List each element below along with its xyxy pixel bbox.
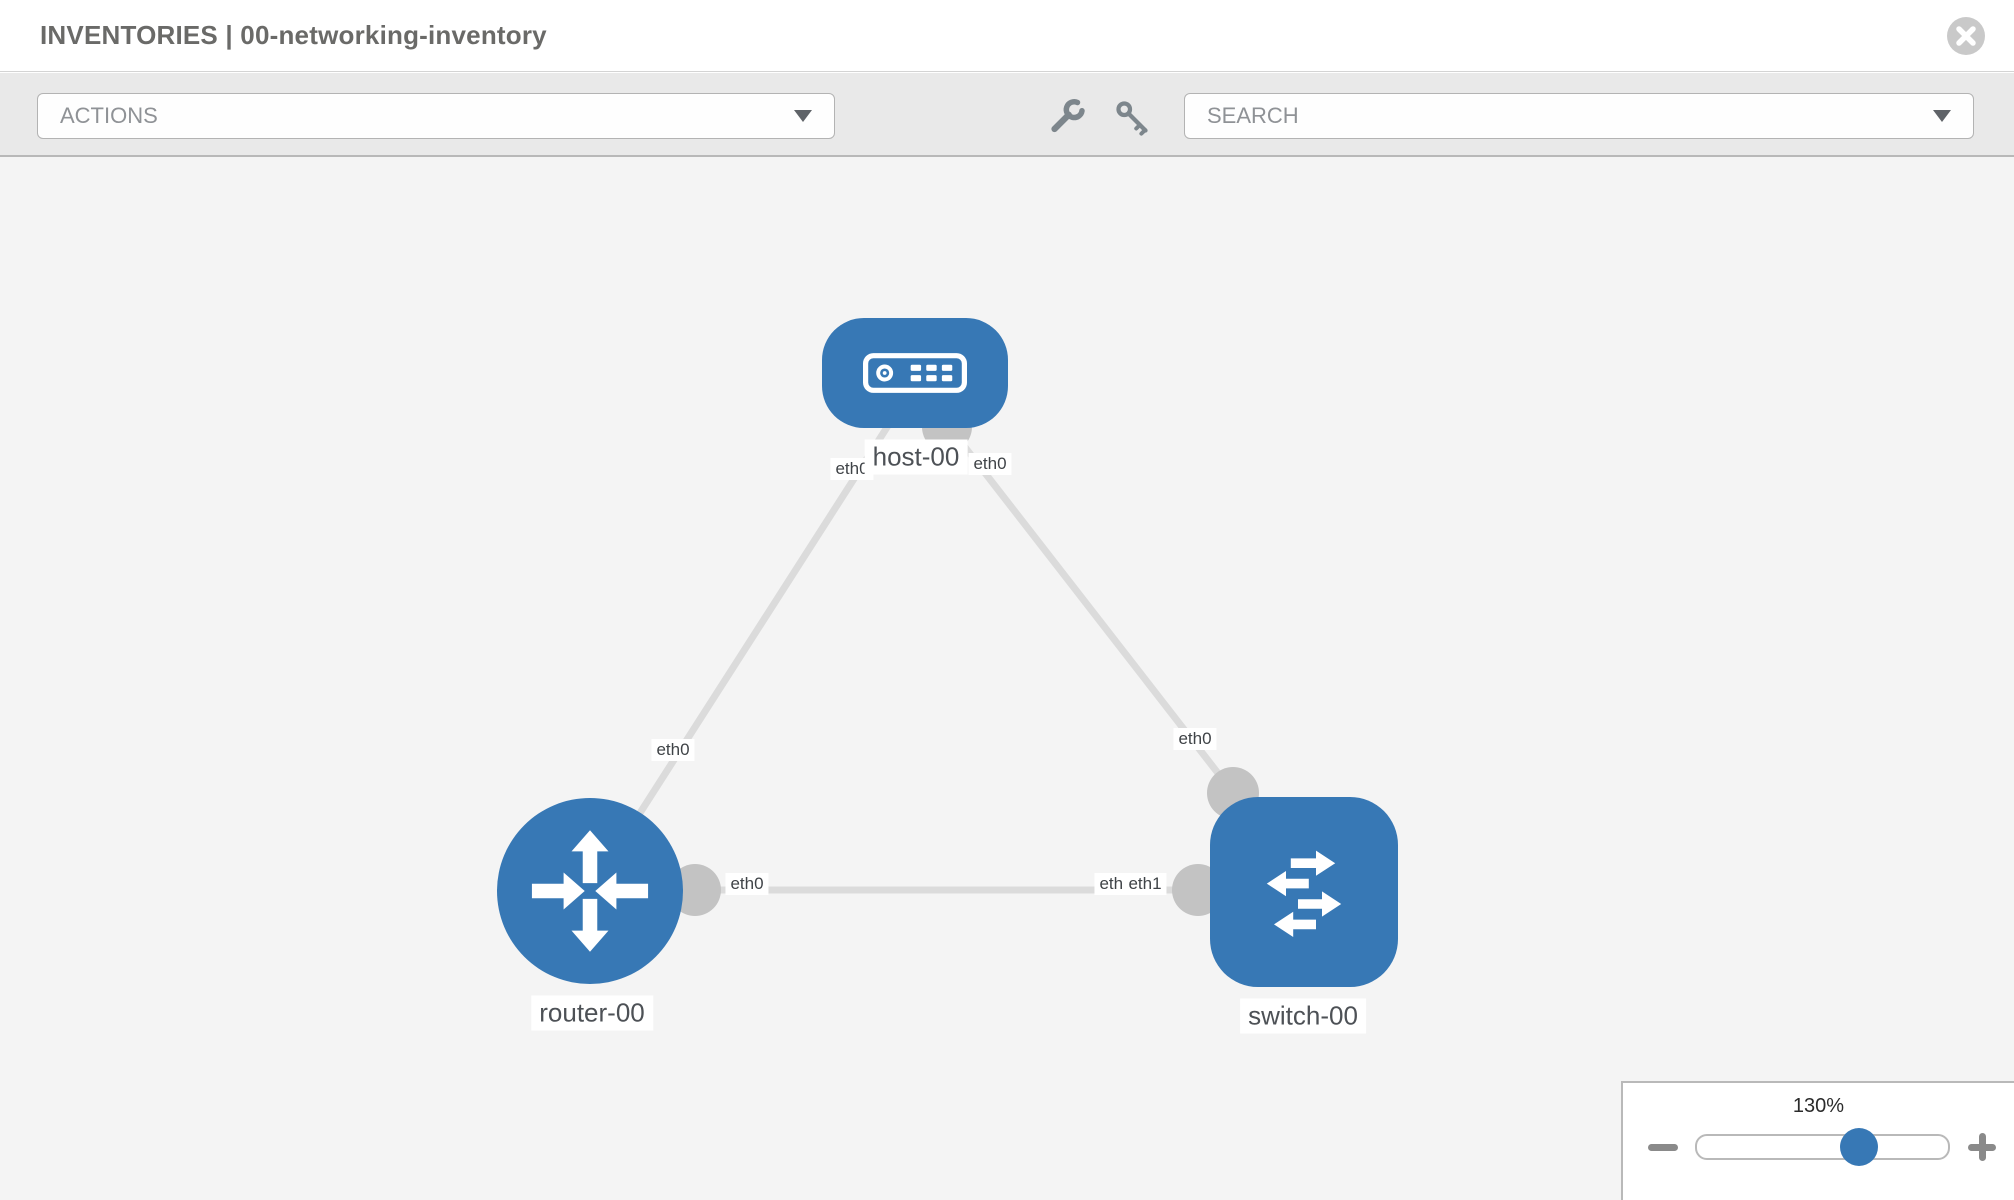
zoom-slider-track[interactable] [1695,1128,1950,1166]
interface-label: eth0 [968,453,1012,475]
node-label-switch: switch-00 [1240,998,1366,1034]
caret-down-icon [1933,110,1951,122]
search-dropdown[interactable]: SEARCH [1184,93,1974,139]
link-host-switch[interactable] [944,421,1248,811]
configure-tool-button[interactable] [1047,97,1089,139]
wrench-icon [1051,99,1085,133]
router-icon [531,830,649,952]
zoom-slider-thumb[interactable] [1840,1128,1879,1166]
node-router-00[interactable] [497,798,683,984]
key-icon [1116,101,1148,136]
links-layer [587,402,1259,916]
actions-dropdown-label: ACTIONS [60,103,158,128]
host-icon [863,353,967,393]
actions-dropdown[interactable]: ACTIONS [37,93,835,139]
node-host-00[interactable] [822,318,1008,428]
zoom-slider-row [1623,1128,2014,1166]
page-title: INVENTORIES | 00-networking-inventory [40,20,547,50]
interface-label: eth0 [651,739,695,761]
caret-down-icon [794,110,812,122]
titlebar: INVENTORIES | 00-networking-inventory [0,0,2014,72]
link-router-host[interactable] [587,405,903,893]
node-switch-00[interactable] [1210,797,1398,987]
interface-label: eth0 [725,873,769,895]
node-label-router: router-00 [531,995,653,1031]
interface-label: eth1 [1123,873,1167,895]
interface-label: eth0 [830,458,874,480]
close-circle-icon [1947,16,1985,55]
plus-icon [1968,1133,1996,1161]
zoom-level: 130% [1792,1095,1845,1117]
node-label-host: host-00 [864,439,968,475]
switch-icon [1266,850,1342,937]
zoom-panel: 130% [1621,1081,2014,1200]
topology-canvas[interactable]: eth0 eth0 eth0 eth0 eth1 eth0 eth0 host-… [0,157,2014,1200]
minus-icon [1648,1143,1678,1151]
interface-label: eth0 [1173,728,1217,750]
search-placeholder: SEARCH [1207,103,1299,128]
zoom-out-button[interactable] [1647,1131,1679,1163]
key-tool-button[interactable] [1112,97,1154,139]
toolbar: ACTIONS SEARCH [0,73,2014,157]
close-button[interactable] [1946,16,1986,56]
zoom-in-button[interactable] [1966,1131,1998,1163]
